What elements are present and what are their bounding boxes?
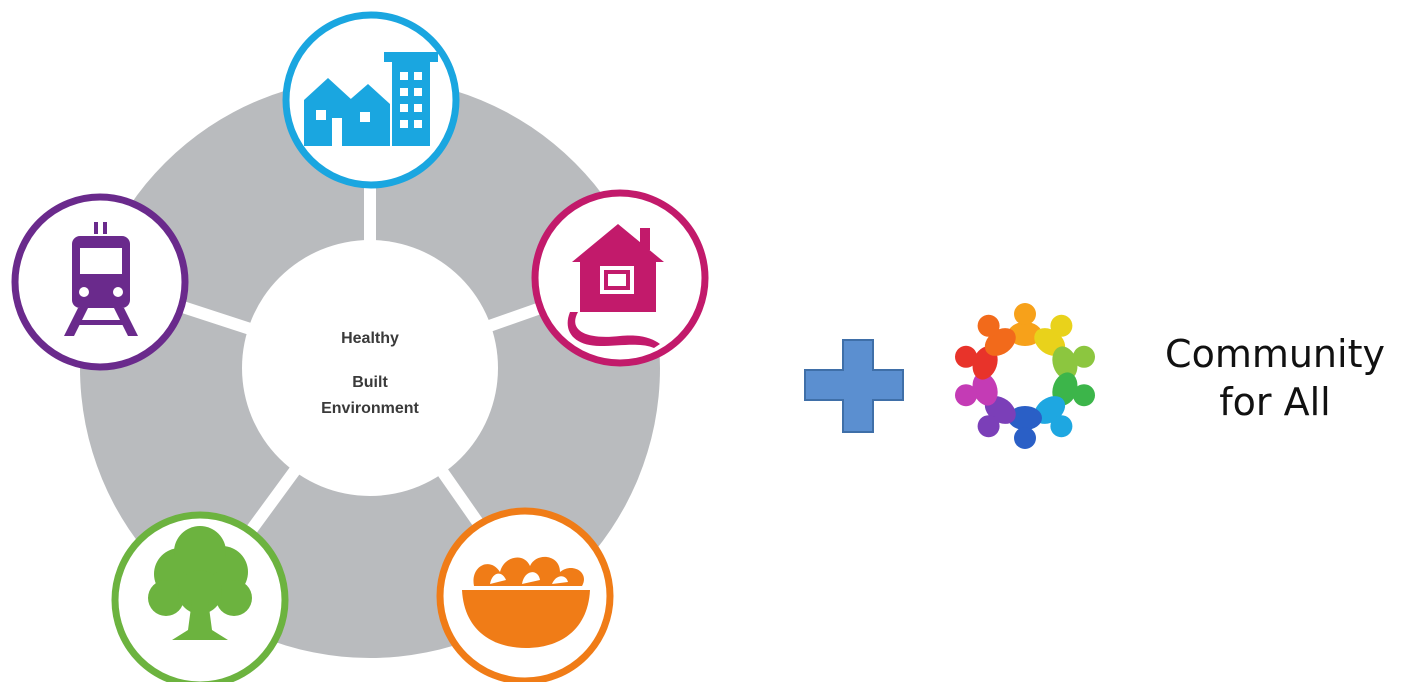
person-head bbox=[977, 415, 1000, 438]
person-head bbox=[1050, 415, 1073, 438]
plus-icon bbox=[804, 339, 904, 433]
node-food bbox=[436, 507, 614, 682]
person-head bbox=[955, 384, 977, 407]
person-head bbox=[977, 314, 1000, 337]
person-body bbox=[1008, 322, 1042, 346]
person-head bbox=[1073, 384, 1095, 407]
center-label-line2: Built bbox=[352, 374, 388, 391]
person-head bbox=[1014, 303, 1036, 325]
node-transit bbox=[11, 193, 189, 371]
community-people-icon bbox=[945, 296, 1105, 456]
node-home bbox=[531, 189, 709, 367]
node-housing bbox=[282, 11, 460, 189]
person-head bbox=[1073, 345, 1095, 368]
person-head bbox=[955, 345, 977, 368]
train-icon bbox=[64, 222, 138, 336]
person-body bbox=[1008, 406, 1042, 430]
community-for-all-label: Community for All bbox=[1140, 330, 1410, 426]
tree-icon bbox=[148, 526, 252, 640]
center-circle bbox=[242, 240, 498, 496]
house-path-icon bbox=[567, 224, 664, 348]
person-body bbox=[972, 372, 998, 406]
center-label-line3: Environment bbox=[321, 400, 419, 417]
buildings-icon bbox=[304, 52, 438, 146]
person-head bbox=[1050, 314, 1073, 337]
food-bowl-icon bbox=[462, 556, 590, 648]
center-label-line1: Healthy bbox=[341, 330, 399, 347]
tagline-line1: Community bbox=[1165, 332, 1385, 376]
node-greenspace bbox=[111, 511, 289, 682]
person-head bbox=[1014, 427, 1036, 449]
person-body bbox=[1052, 346, 1078, 380]
tagline-line2: for All bbox=[1219, 380, 1331, 424]
